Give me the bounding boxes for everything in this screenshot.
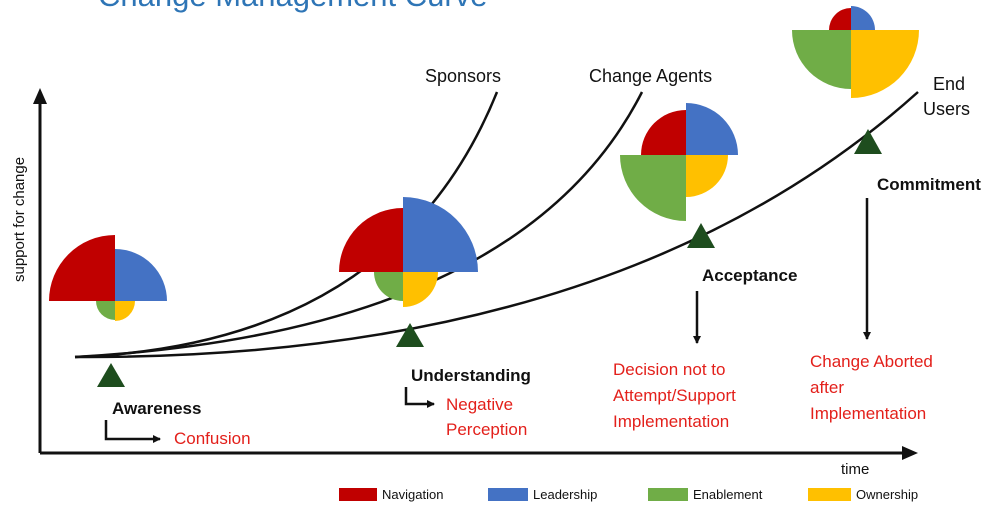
understanding-label: Understanding: [411, 366, 531, 385]
page-title: Change Management Curve: [98, 0, 487, 14]
legend-swatch-ownership: [808, 488, 851, 501]
y-axis-arrow-icon: [33, 88, 47, 104]
commitment-enablement-wedge: [792, 30, 851, 89]
sponsors-label: Sponsors: [425, 66, 501, 86]
commitment-ownership-wedge: [851, 30, 919, 98]
change-agents-label: Change Agents: [589, 66, 712, 86]
commitment-pie: [792, 6, 919, 98]
commitment-leadership-wedge: [851, 6, 875, 30]
understanding-navigation-wedge: [339, 208, 403, 272]
understanding-ownership-wedge: [403, 272, 438, 307]
acceptance-outcome-line3: Implementation: [613, 412, 729, 431]
understanding-outcome-line2: Perception: [446, 420, 527, 439]
understanding-arrow: [404, 387, 435, 408]
legend: Navigation Leadership Enablement Ownersh…: [339, 487, 918, 502]
awareness-ownership-wedge: [115, 301, 135, 321]
acceptance-pie: [620, 103, 738, 221]
end-users-curve: [74, 91, 919, 359]
commitment-outcome-line3: Implementation: [810, 404, 926, 423]
acceptance-enablement-wedge: [620, 155, 686, 221]
legend-label-enablement: Enablement: [693, 487, 763, 502]
awareness-arrow: [104, 420, 161, 443]
awareness-pie: [49, 235, 167, 321]
commitment-outcome-line1: Change Aborted: [810, 352, 933, 371]
understanding-pie: [339, 197, 478, 307]
end-users-label-line1: End: [933, 74, 965, 94]
acceptance-label: Acceptance: [702, 266, 797, 285]
change-agents-curve: [74, 91, 644, 359]
x-axis-arrow-icon: [902, 446, 918, 460]
acceptance-navigation-wedge: [641, 110, 686, 155]
commitment-navigation-wedge: [829, 8, 851, 30]
end-users-label-line2: Users: [923, 99, 970, 119]
awareness-enablement-wedge: [96, 301, 115, 320]
legend-label-navigation: Navigation: [382, 487, 443, 502]
acceptance-marker-icon: [687, 223, 715, 248]
awareness-navigation-wedge: [49, 235, 115, 301]
commitment-marker-icon: [854, 129, 882, 154]
awareness-outcome: Confusion: [174, 429, 251, 448]
acceptance-outcome-line1: Decision not to: [613, 360, 725, 379]
legend-swatch-navigation: [339, 488, 377, 501]
awareness-leadership-wedge: [115, 249, 167, 301]
understanding-marker-icon: [396, 323, 424, 347]
acceptance-ownership-wedge: [686, 155, 728, 197]
understanding-enablement-wedge: [374, 272, 403, 301]
legend-label-ownership: Ownership: [856, 487, 918, 502]
y-axis-label: support for change: [11, 157, 28, 282]
x-axis-label: time: [841, 461, 869, 478]
awareness-label: Awareness: [112, 399, 201, 418]
awareness-marker-icon: [97, 363, 125, 387]
commitment-label: Commitment: [877, 175, 981, 194]
acceptance-outcome-line2: Attempt/Support: [613, 386, 736, 405]
understanding-outcome-line1: Negative: [446, 395, 513, 414]
understanding-leadership-wedge: [403, 197, 478, 272]
acceptance-leadership-wedge: [686, 103, 738, 155]
legend-swatch-enablement: [648, 488, 688, 501]
legend-label-leadership: Leadership: [533, 487, 597, 502]
commitment-outcome-line2: after: [810, 378, 844, 397]
legend-swatch-leadership: [488, 488, 528, 501]
